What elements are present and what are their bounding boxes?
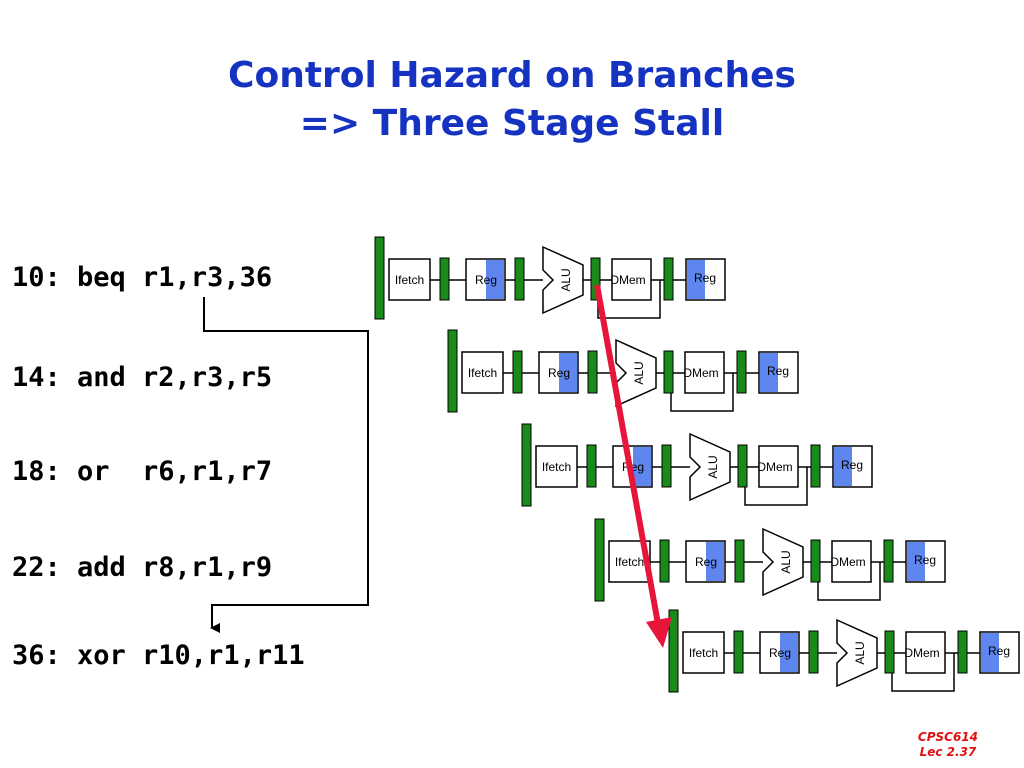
reg-write-label: Reg xyxy=(988,644,1010,658)
pipeline-latch xyxy=(590,257,601,301)
pipeline-latch xyxy=(587,350,598,394)
instruction-xor: 36: xor r10,r1,r11 xyxy=(12,640,305,671)
alu-label: ALU xyxy=(559,268,573,291)
pipeline-latch xyxy=(733,630,744,674)
ifetch-label: Ifetch xyxy=(542,460,571,474)
pipeline-latch xyxy=(810,444,821,488)
alu-label: ALU xyxy=(853,641,867,664)
pipeline-latch xyxy=(661,444,672,488)
pipeline-latch xyxy=(521,423,532,507)
reg-write-label: Reg xyxy=(841,458,863,472)
stall-arrow xyxy=(594,284,672,648)
pipeline-latch xyxy=(810,539,821,583)
pipeline-latch xyxy=(447,329,458,413)
ifetch-label: Ifetch xyxy=(395,273,424,287)
pipeline-latch xyxy=(439,257,450,301)
ifetch-box xyxy=(388,258,431,301)
pipeline-latch xyxy=(884,630,895,674)
reg-write-label: Reg xyxy=(694,271,716,285)
dmem-box xyxy=(611,258,652,301)
footer-course: CPSC614 xyxy=(917,730,978,744)
pipeline-latch xyxy=(374,236,385,320)
pipeline-latch xyxy=(659,539,670,583)
ifetch-box xyxy=(682,631,725,674)
dmem-box xyxy=(905,631,946,674)
pipeline-latch xyxy=(737,444,748,488)
pipeline-row-2: Ifetch Reg ALU DMem Reg xyxy=(447,329,799,413)
pipeline-latch xyxy=(883,539,894,583)
reg-write-label: Reg xyxy=(767,364,789,378)
alu-shape xyxy=(542,245,584,315)
footer-lecture: Lec 2.37 xyxy=(919,745,977,759)
reg-read-label: Reg xyxy=(475,273,497,287)
dmem-box xyxy=(684,351,725,394)
reg-write-label: Reg xyxy=(914,553,936,567)
footer: CPSC614 Lec 2.37 xyxy=(918,730,978,760)
alu-shape xyxy=(689,432,731,502)
alu-label: ALU xyxy=(779,550,793,573)
branch-target-line xyxy=(203,297,369,633)
pipeline-latch xyxy=(736,350,747,394)
instruction-and: 14: and r2,r3,r5 xyxy=(12,362,273,393)
pipeline-latch xyxy=(663,257,674,301)
pipeline-latch xyxy=(734,539,745,583)
pipeline-latch xyxy=(586,444,597,488)
instruction-beq: 10: beq r1,r3,36 xyxy=(12,262,273,293)
reg-read-label: Reg xyxy=(769,646,791,660)
ifetch-label: Ifetch xyxy=(615,555,644,569)
pipeline-latch xyxy=(514,257,525,301)
instruction-add: 22: add r8,r1,r9 xyxy=(12,552,273,583)
ifetch-box xyxy=(535,445,578,488)
pipeline-latch xyxy=(594,518,605,602)
reg-read-label: Reg xyxy=(548,366,570,380)
pipeline-latch xyxy=(668,609,679,693)
dmem-label: DMem xyxy=(683,366,718,380)
slide-title-line-2: => Three Stage Stall xyxy=(299,103,725,144)
alu-label: ALU xyxy=(706,455,720,478)
alu-shape xyxy=(836,618,878,688)
pipeline-row-4: Ifetch Reg ALU DMem Reg xyxy=(594,518,946,602)
pipeline-latch xyxy=(512,350,523,394)
dmem-label: DMem xyxy=(830,555,865,569)
dmem-label: DMem xyxy=(610,273,645,287)
slide-title-line-1: Control Hazard on Branches xyxy=(228,55,796,96)
reg-read-label: Reg xyxy=(695,555,717,569)
alu-label: ALU xyxy=(632,361,646,384)
dmem-label: DMem xyxy=(757,460,792,474)
ifetch-label: Ifetch xyxy=(468,366,497,380)
alu-shape xyxy=(762,527,804,597)
ifetch-label: Ifetch xyxy=(689,646,718,660)
dmem-box xyxy=(831,540,872,583)
pipeline-row-1: Ifetch Reg ALU DMem Reg xyxy=(374,236,726,320)
instruction-or: 18: or r6,r1,r7 xyxy=(12,456,273,487)
pipeline-latch xyxy=(957,630,968,674)
pipeline-row-5: Ifetch Reg ALU DMem Reg xyxy=(668,609,1020,693)
pipeline-latch xyxy=(663,350,674,394)
ifetch-box xyxy=(461,351,504,394)
dmem-label: DMem xyxy=(904,646,939,660)
pipeline-latch xyxy=(808,630,819,674)
dmem-box xyxy=(758,445,799,488)
